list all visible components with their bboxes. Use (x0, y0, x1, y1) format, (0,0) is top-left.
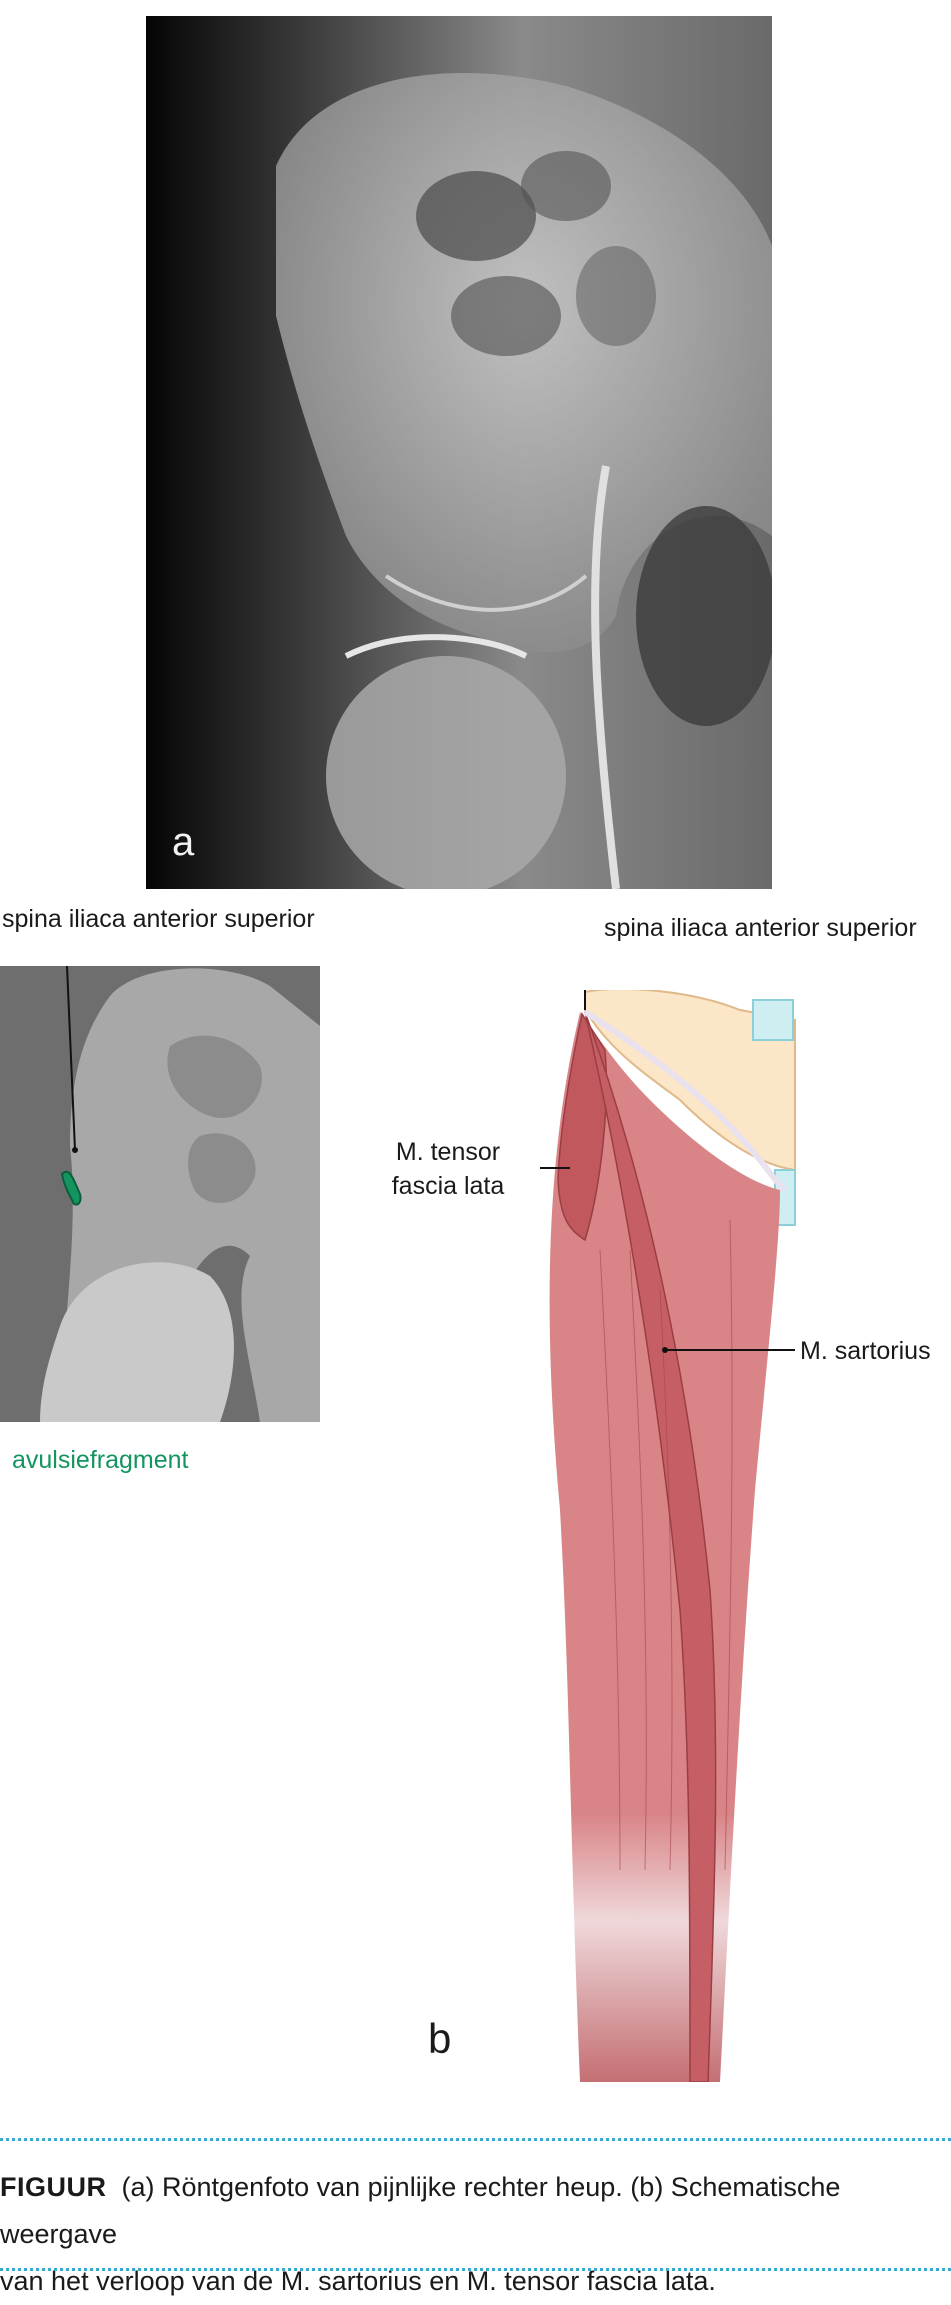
panel-letter-b: b (428, 2015, 452, 2062)
caption-rule-bottom (0, 2268, 951, 2271)
xray-image (146, 16, 772, 889)
avulsion-fragment-shape (60, 1170, 82, 1206)
figure-caption: FIGUUR (a) Röntgenfoto van pijnlijke rec… (0, 2164, 951, 2305)
schematic-drawing (0, 966, 320, 1422)
schematic-asis-label: spina iliaca anterior superior (2, 905, 315, 933)
sartorius-label: M. sartorius (800, 1337, 931, 1365)
tensor-label-line2: fascia lata (391, 1172, 505, 1200)
caption-rule-top (0, 2138, 951, 2141)
caption-text-2: van het verloop van de M. sartorius en M… (0, 2266, 716, 2296)
anatomy-illustration (540, 990, 800, 2082)
panel-letter-a: a (172, 820, 195, 864)
tensor-label-line1: M. tensor (395, 1138, 501, 1166)
avulsion-fragment-label: avulsiefragment (12, 1446, 189, 1474)
anatomy-asis-label: spina iliaca anterior superior (604, 914, 917, 942)
caption-heading: FIGUUR (0, 2172, 107, 2202)
caption-line-1: FIGUUR (a) Röntgenfoto van pijnlijke rec… (0, 2164, 951, 2258)
caption-text-1: (a) Röntgenfoto van pijnlijke rechter he… (0, 2172, 841, 2249)
